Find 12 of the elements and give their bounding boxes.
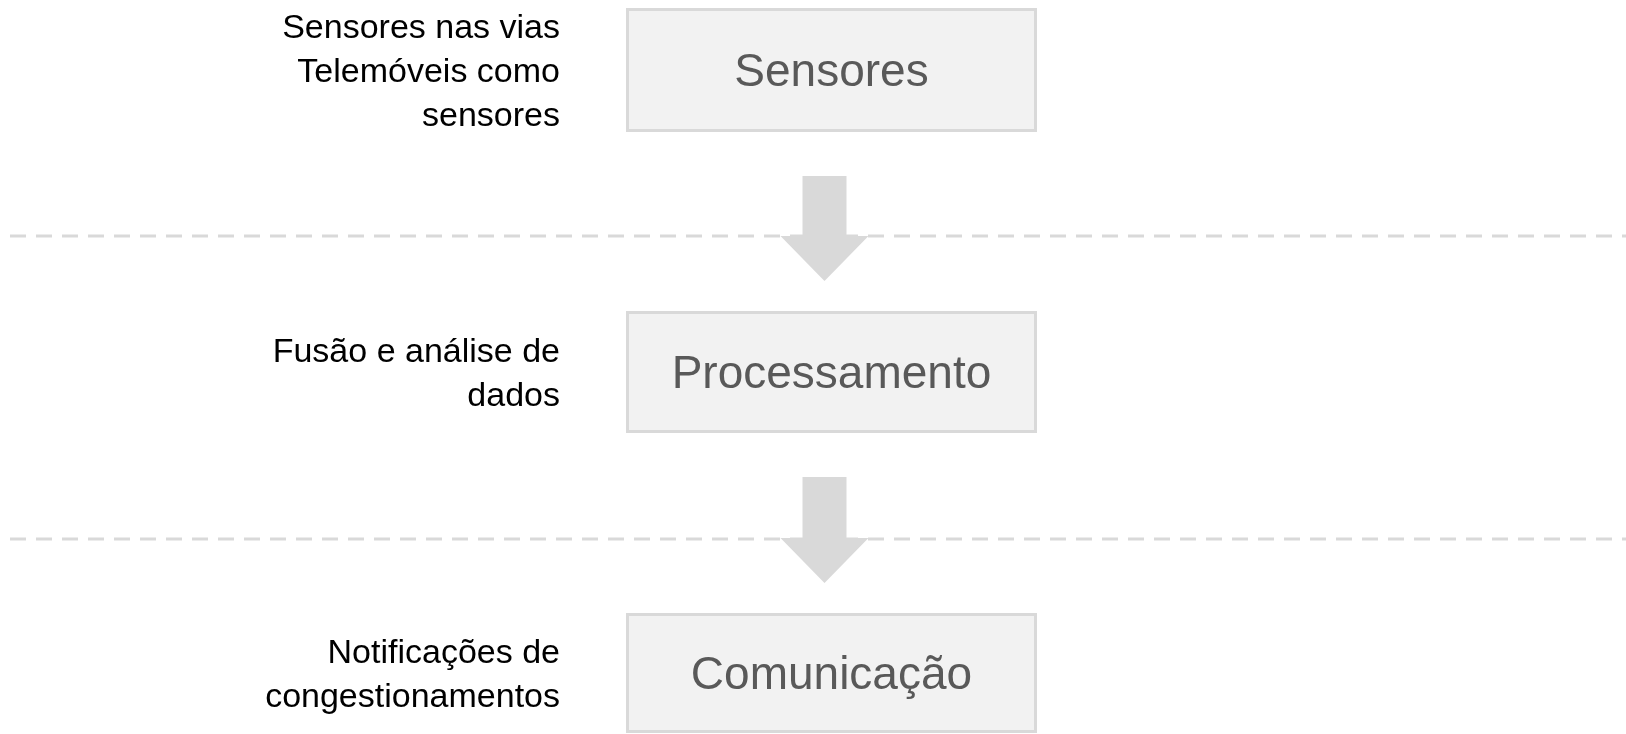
block-arrow bbox=[780, 477, 869, 583]
side-note: Notificações de congestionamentos bbox=[264, 631, 560, 716]
side-note: Sensores nas vias bbox=[281, 6, 560, 47]
process-box bbox=[626, 8, 1037, 132]
box-label: Processamento bbox=[671, 344, 992, 400]
process-box bbox=[626, 311, 1037, 433]
box-label: Sensores bbox=[734, 42, 929, 98]
box-label: Comunicação bbox=[690, 645, 973, 701]
side-note: Fusão e análise de dados bbox=[271, 330, 560, 415]
side-note: Telemóveis como sensores bbox=[296, 50, 560, 135]
process-box bbox=[626, 613, 1037, 733]
block-arrow bbox=[780, 176, 869, 281]
